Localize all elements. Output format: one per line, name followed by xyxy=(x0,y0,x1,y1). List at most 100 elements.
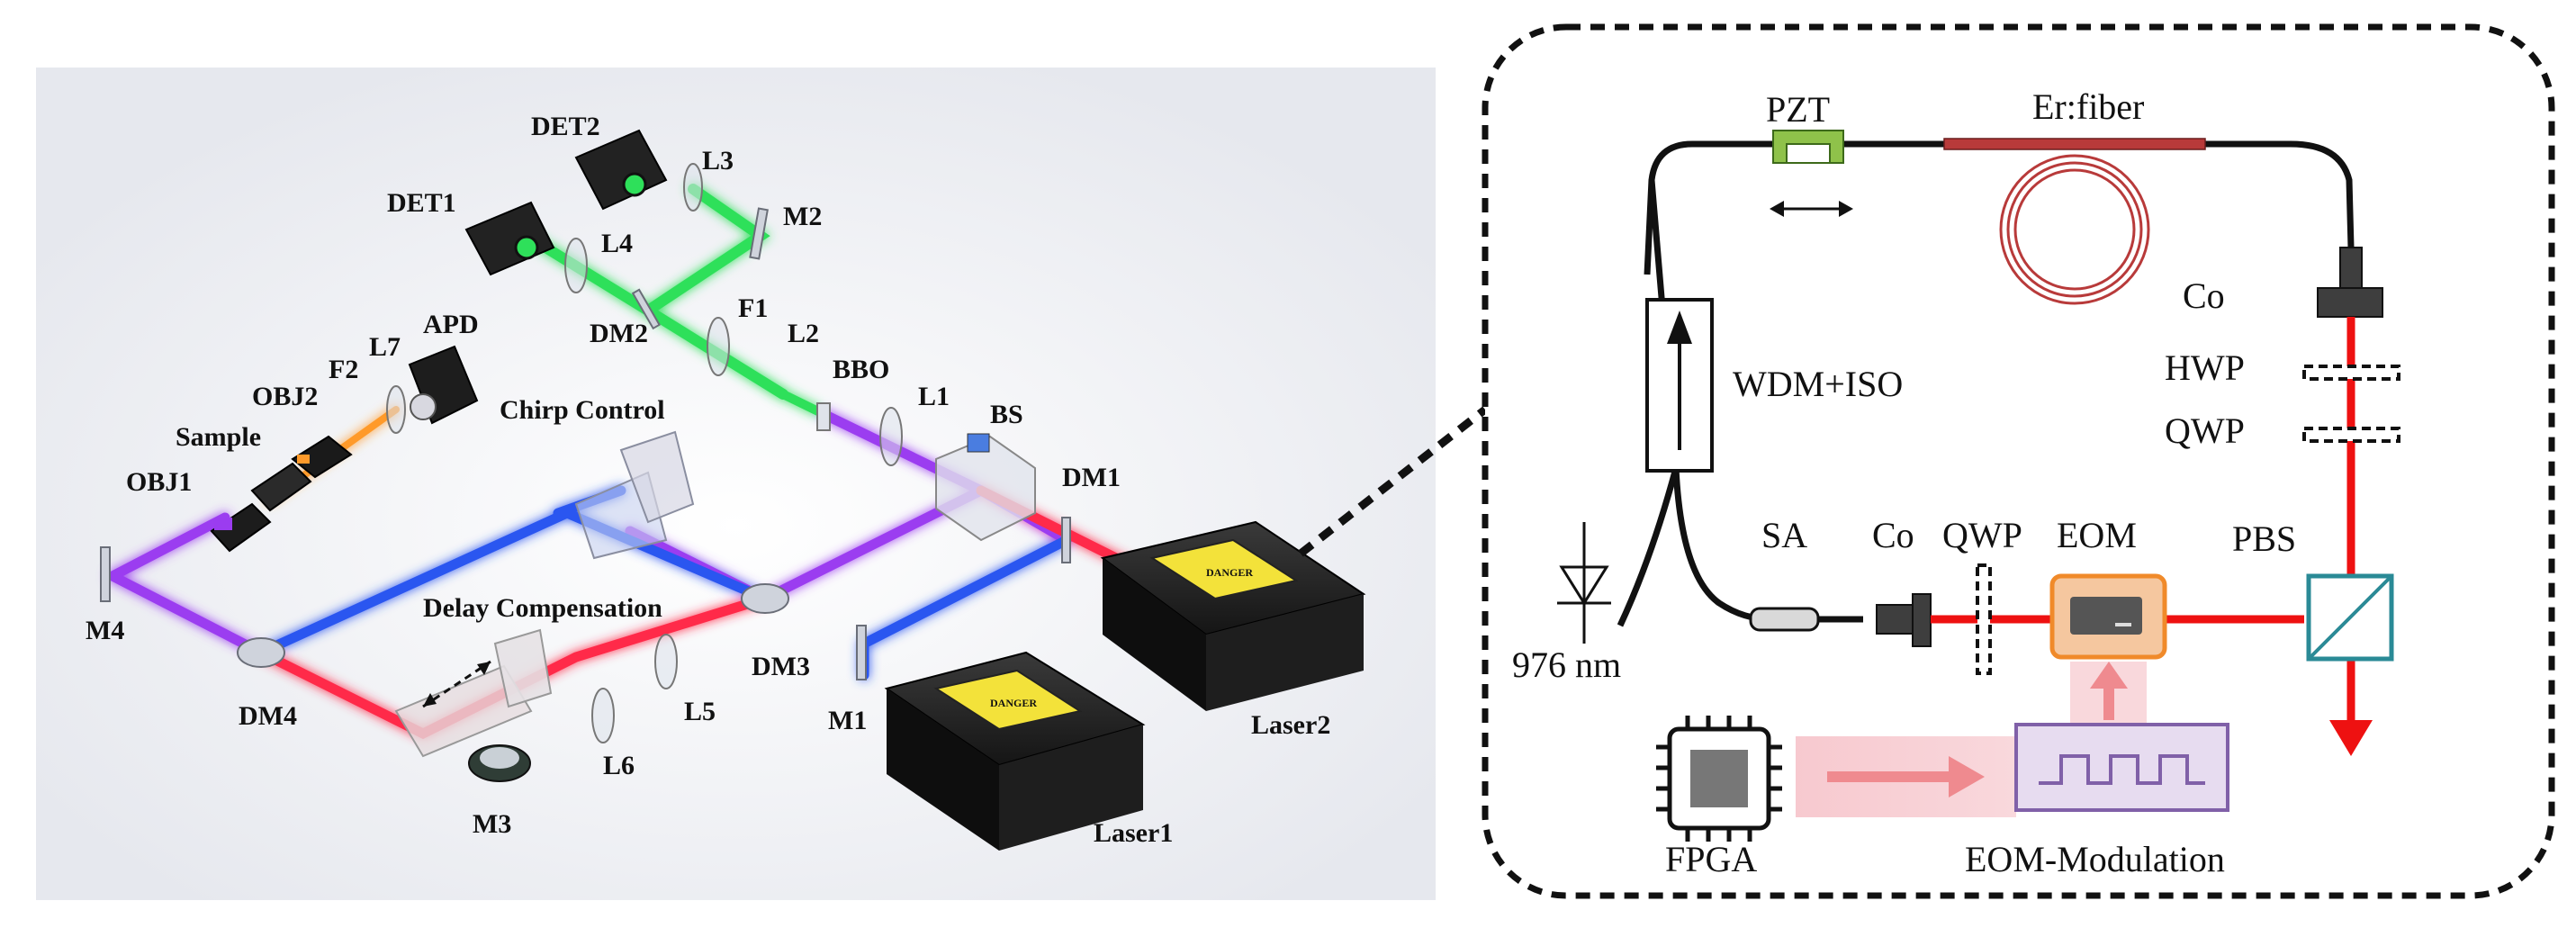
label-det2: DET2 xyxy=(531,112,600,141)
label-sample: Sample xyxy=(176,422,261,452)
lens-l4 xyxy=(564,238,588,293)
beam-splitter-cube xyxy=(935,433,1036,542)
label-fpga: FPGA xyxy=(1665,839,1757,879)
pbs-cube xyxy=(2306,573,2394,662)
fpga-chip-icon xyxy=(1656,716,1782,842)
label-976nm: 976 nm xyxy=(1512,644,1621,685)
det2-detector xyxy=(574,129,668,211)
label-laser1: Laser1 xyxy=(1094,818,1173,848)
saturable-absorber xyxy=(1749,607,1820,632)
hwp-plate xyxy=(2302,365,2400,381)
lenses xyxy=(386,163,903,743)
eom-device xyxy=(2049,573,2167,660)
mirrors xyxy=(100,207,1071,680)
lens-l5 xyxy=(654,634,678,689)
label-l3: L3 xyxy=(702,146,734,176)
label-obj1: OBJ1 xyxy=(126,467,192,497)
label-l4: L4 xyxy=(601,229,633,258)
eom-modulation-box xyxy=(2014,723,2229,812)
laser2-danger-label: DANGER xyxy=(1206,566,1253,579)
objective-assembly xyxy=(210,435,353,553)
det1-detector xyxy=(464,201,555,276)
label-pbs: PBS xyxy=(2232,518,2296,559)
translation-arrow xyxy=(422,660,491,708)
mirror-m2 xyxy=(749,207,769,260)
mirror-m1 xyxy=(856,625,867,680)
chirp-control-prisms xyxy=(574,430,695,560)
square-wave-icon xyxy=(2039,754,2205,785)
mirror-m3 xyxy=(468,744,531,782)
collimator-top xyxy=(2317,247,2383,318)
lens-l3 xyxy=(683,163,703,212)
lens-l1 xyxy=(879,407,903,466)
left-setup-panel: DANGER DANGER DET2 DET1 L3 M2 L4 F1 L2 D… xyxy=(36,68,1436,900)
render-background xyxy=(36,68,1436,900)
er-fiber xyxy=(1943,138,2206,150)
label-pzt: PZT xyxy=(1766,89,1830,130)
label-dm4: DM4 xyxy=(239,701,297,731)
label-delay-compensation: Delay Compensation xyxy=(423,593,662,623)
apd-detector xyxy=(408,345,479,425)
label-det1: DET1 xyxy=(387,188,456,218)
qwp-right-plate xyxy=(2302,427,2400,443)
laser2-box: DANGER xyxy=(1100,520,1366,711)
delay-stage xyxy=(394,628,553,758)
pzt-actuator xyxy=(1770,130,1853,217)
output-arrow xyxy=(2329,720,2373,756)
label-m1: M1 xyxy=(828,706,867,735)
schematic-labels: PZT Er:fiber Co HWP QWP WDM+ISO SA Co QW… xyxy=(1512,86,2296,879)
pump-fiber xyxy=(1617,467,1680,627)
qwp-bottom xyxy=(1976,563,1992,675)
mirror-dm2 xyxy=(631,288,661,330)
label-l7: L7 xyxy=(369,332,401,362)
mirror-dm1 xyxy=(1061,517,1071,563)
fiber-loop xyxy=(1644,140,2355,275)
purple-beam-left xyxy=(107,512,266,658)
label-m4: M4 xyxy=(86,616,124,645)
label-co-bottom: Co xyxy=(1872,515,1914,555)
bbo-crystal xyxy=(816,402,831,431)
label-dm3: DM3 xyxy=(752,652,810,681)
label-qwp-right: QWP xyxy=(2165,410,2245,451)
label-apd: APD xyxy=(423,310,479,339)
lens-l2 xyxy=(707,317,730,376)
label-dm2: DM2 xyxy=(590,319,648,348)
label-bs: BS xyxy=(990,400,1023,429)
label-obj2: OBJ2 xyxy=(252,382,318,411)
er-fiber-coil xyxy=(1999,154,2150,305)
mirror-dm4 xyxy=(237,637,285,668)
laser1-danger-label: DANGER xyxy=(990,697,1037,709)
laser1-box: DANGER xyxy=(884,651,1146,851)
collimator-bottom xyxy=(1876,593,1932,647)
label-l6: L6 xyxy=(603,751,635,780)
label-l2: L2 xyxy=(788,319,819,348)
label-eom: EOM xyxy=(2057,515,2137,555)
label-f2: F2 xyxy=(329,355,358,384)
label-sa: SA xyxy=(1761,515,1807,555)
schematic-border xyxy=(1482,23,2555,899)
mirror-m4 xyxy=(100,546,111,602)
label-er-fiber: Er:fiber xyxy=(2032,86,2144,127)
label-dm1: DM1 xyxy=(1062,463,1121,492)
label-m2: M2 xyxy=(783,202,822,231)
label-co-top: Co xyxy=(2183,275,2225,316)
laser-schematic-panel: PZT Er:fiber Co HWP QWP WDM+ISO SA Co QW… xyxy=(1482,23,2555,899)
left-labels: DET2 DET1 L3 M2 L4 F1 L2 DM2 APD L7 F2 B… xyxy=(86,112,1330,848)
mirror-dm3 xyxy=(741,583,789,614)
label-hwp: HWP xyxy=(2165,347,2245,388)
pump-diode-icon xyxy=(1557,522,1611,644)
connector-line xyxy=(1298,406,1488,557)
wdm-iso-box xyxy=(1645,298,1714,473)
label-l1: L1 xyxy=(918,382,950,411)
label-chirp-control: Chirp Control xyxy=(500,395,665,425)
label-f1: F1 xyxy=(738,293,768,323)
label-laser2: Laser2 xyxy=(1251,710,1330,740)
lens-l7 xyxy=(386,385,406,434)
label-bbo: BBO xyxy=(833,355,889,384)
label-wdm-iso: WDM+ISO xyxy=(1733,364,1903,404)
lens-l6 xyxy=(591,688,615,743)
label-m3: M3 xyxy=(473,809,511,839)
label-l5: L5 xyxy=(684,697,716,726)
label-qwp-bottom: QWP xyxy=(1942,515,2022,555)
